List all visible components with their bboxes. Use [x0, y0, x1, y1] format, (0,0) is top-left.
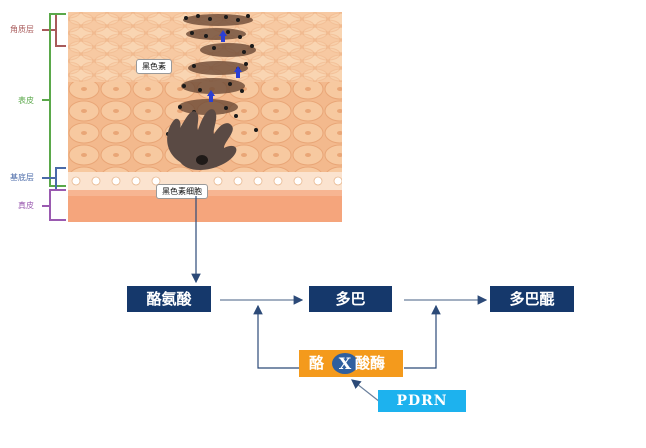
enzyme-suffix: 酸酶	[355, 354, 386, 372]
skin-illustration: 黑色素 黑色素细胞	[68, 12, 342, 222]
dopaquinone-box: 多巴醌	[490, 286, 574, 312]
melanin-granules	[166, 14, 258, 136]
melanocyte-cell	[167, 109, 237, 170]
enzyme-prefix: 酪	[309, 354, 325, 372]
epidermis-bracket	[42, 13, 66, 187]
skin-cross-section	[68, 12, 342, 222]
pdrn-inhibition-line	[351, 379, 381, 403]
dermis-label: 真皮	[18, 201, 34, 210]
block-icon: X	[332, 353, 358, 374]
pdrn-box: PDRN	[378, 390, 466, 412]
dopa-box: 多巴	[309, 286, 392, 312]
basal-layer-label: 基底层	[10, 173, 34, 182]
tyrosinase-box: 酪 X 酸酶	[299, 350, 403, 377]
epidermis-label: 表皮	[18, 96, 34, 105]
melanin-trail	[178, 14, 256, 115]
upward-arrows	[207, 30, 242, 102]
stratum-corneum-label: 角质层	[10, 25, 34, 34]
melanin-tag: 黑色素	[136, 59, 172, 74]
dermis-bracket	[42, 189, 66, 221]
enzyme-catalysis-line	[253, 304, 300, 369]
basal-layer-band	[68, 172, 342, 190]
melanocyte-tag: 黑色素细胞	[156, 184, 208, 199]
enzyme-catalysis-line-2	[404, 304, 441, 369]
tyrosine-box: 酪氨酸	[127, 286, 211, 312]
